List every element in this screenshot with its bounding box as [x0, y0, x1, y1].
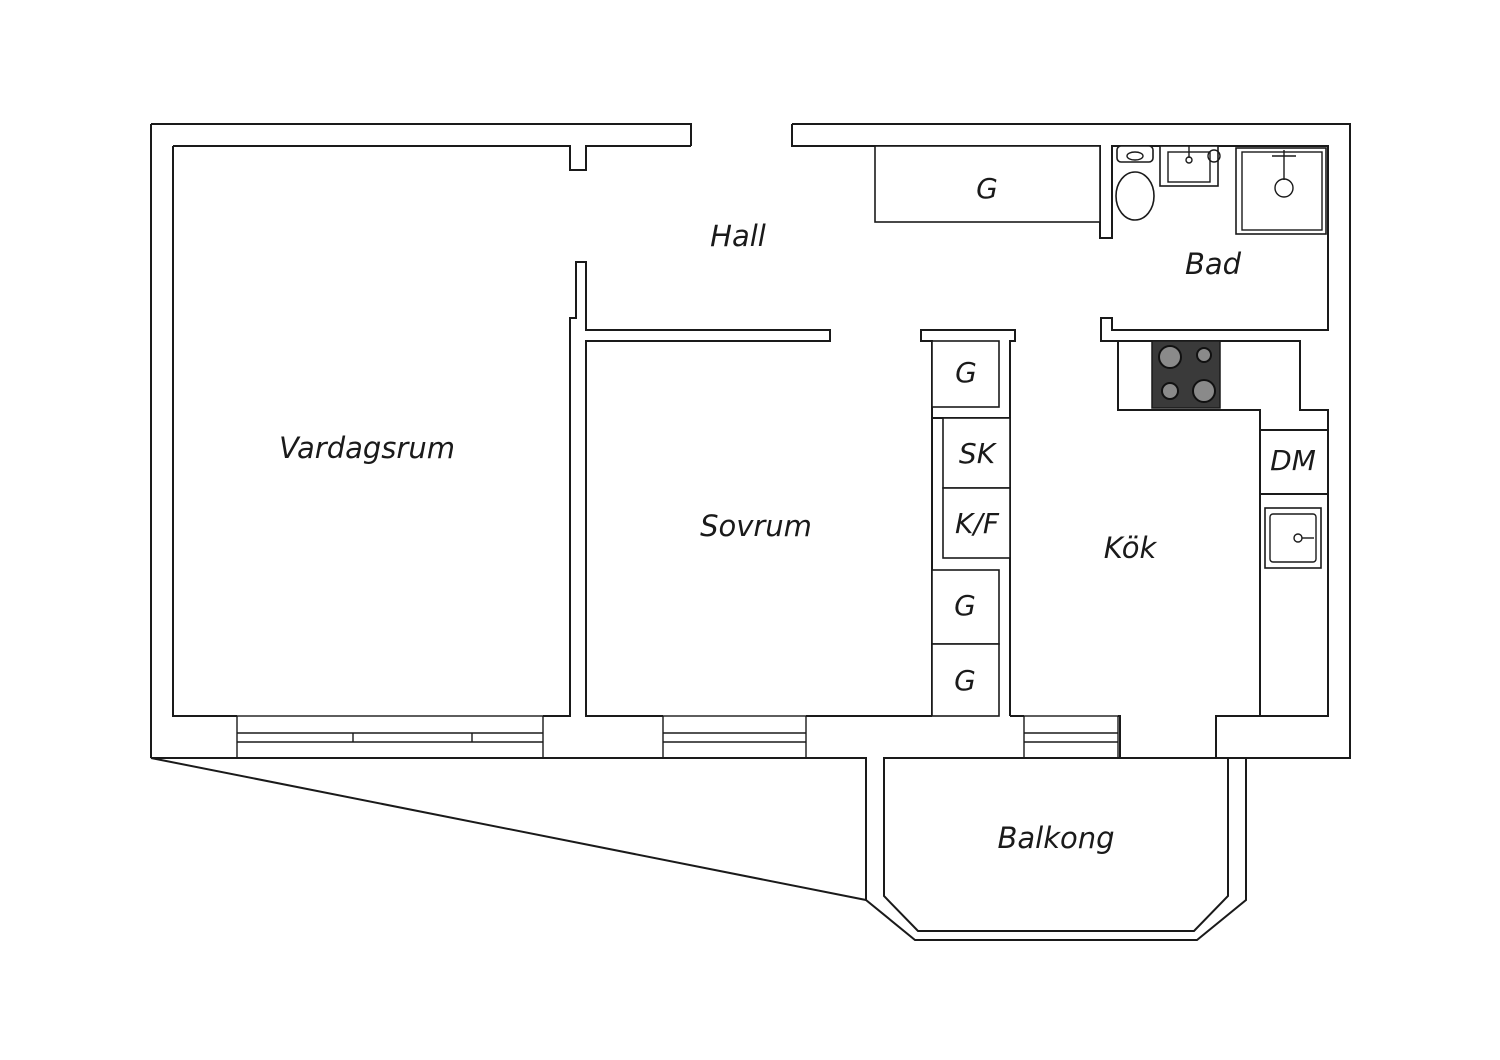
room-label-kok: Kök: [1104, 531, 1158, 565]
label-wardrobe-bottom: G: [954, 664, 976, 697]
label-hall-wardrobe: G: [976, 172, 998, 205]
room-label-balkong: Balkong: [997, 821, 1114, 855]
room-label-vardagsrum: Vardagsrum: [279, 431, 455, 465]
shower-icon: [1235, 147, 1327, 235]
windows: [236, 715, 1119, 759]
storage-column: [931, 340, 1011, 717]
washbasin-icon: [1159, 145, 1221, 187]
label-cabinet-sk: SK: [959, 437, 998, 470]
room-label-hall: Hall: [710, 219, 766, 253]
dishwasher-unit: [1260, 429, 1328, 495]
room-label-bad: Bad: [1185, 247, 1242, 281]
label-wardrobe-top: G: [955, 356, 977, 389]
label-wardrobe-mid: G: [954, 589, 976, 622]
hall-wardrobe: [874, 145, 1101, 223]
label-fridge-freezer: K/F: [955, 507, 1000, 540]
toilet-icon: [1115, 145, 1155, 221]
label-dishwasher: DM: [1270, 444, 1316, 477]
room-label-sovrum: Sovrum: [700, 509, 812, 543]
kitchen-sink-icon: [1264, 507, 1322, 569]
stove-icon: [1151, 340, 1221, 409]
balcony-outline: [865, 757, 1247, 941]
